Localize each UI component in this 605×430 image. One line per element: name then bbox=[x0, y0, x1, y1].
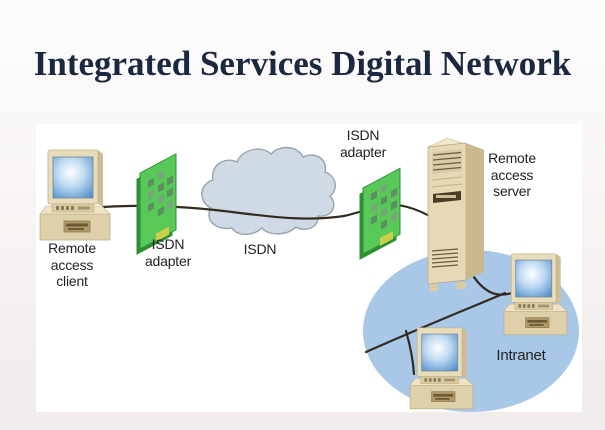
remote-access-client-computer bbox=[39, 149, 111, 241]
cable-branch-bottom-pc bbox=[404, 329, 416, 376]
intranet-label: Intranet bbox=[496, 347, 546, 364]
intranet-computer-right bbox=[503, 253, 568, 336]
remote-access-server-tower bbox=[427, 137, 485, 291]
cable-intranet-diagonal bbox=[364, 291, 507, 354]
isdn-adapter-card-1 bbox=[136, 153, 177, 255]
server-label: Remote access server bbox=[488, 150, 536, 199]
isdn-cloud bbox=[201, 146, 336, 236]
intranet-computer-bottom bbox=[409, 327, 474, 410]
client-label: Remote access client bbox=[48, 240, 96, 289]
page-title: Integrated Services Digital Network bbox=[33, 44, 572, 83]
cloud-label: ISDN bbox=[243, 241, 277, 257]
adapter1-label: ISDN adapter bbox=[144, 236, 192, 269]
adapter2-label: ISDN adapter bbox=[339, 127, 387, 160]
isdn-adapter-card-2 bbox=[359, 167, 401, 260]
